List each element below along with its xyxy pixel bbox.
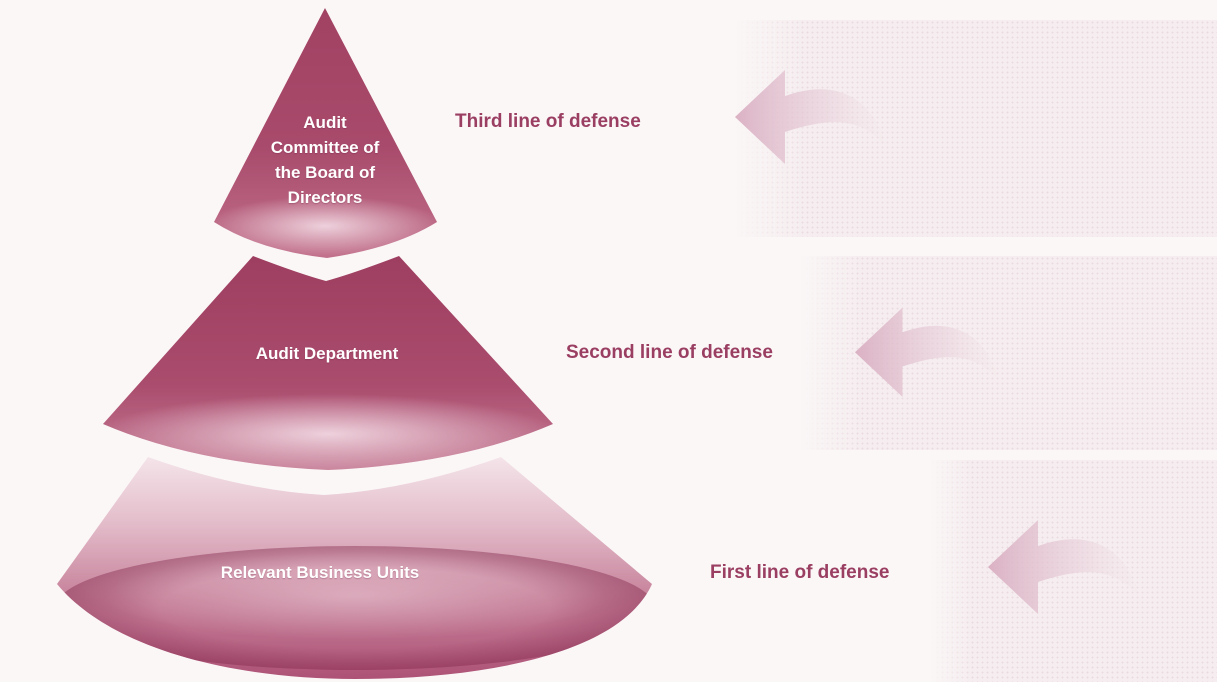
- curved-arrow-icon: [988, 520, 1140, 614]
- tier-label-audit-department: Audit Department: [255, 344, 399, 363]
- curved-arrow-icon: [855, 307, 1000, 397]
- defense-line-label-first: First line of defense: [710, 562, 890, 583]
- background-panel-top: [735, 20, 1217, 237]
- curved-arrow-icon: [735, 70, 887, 164]
- tier-label-business-units: Relevant Business Units: [220, 563, 420, 582]
- pyramid-tier-middle-shape: [103, 256, 553, 470]
- tier-label-audit-committee: Audit Committee of the Board of Director…: [270, 113, 380, 207]
- pyramid-tier-top-shape: [214, 8, 437, 258]
- pyramid-tier-bottom-shape: [57, 457, 652, 679]
- defense-line-label-second: Second line of defense: [566, 342, 773, 363]
- defense-line-label-third: Third line of defense: [455, 111, 641, 132]
